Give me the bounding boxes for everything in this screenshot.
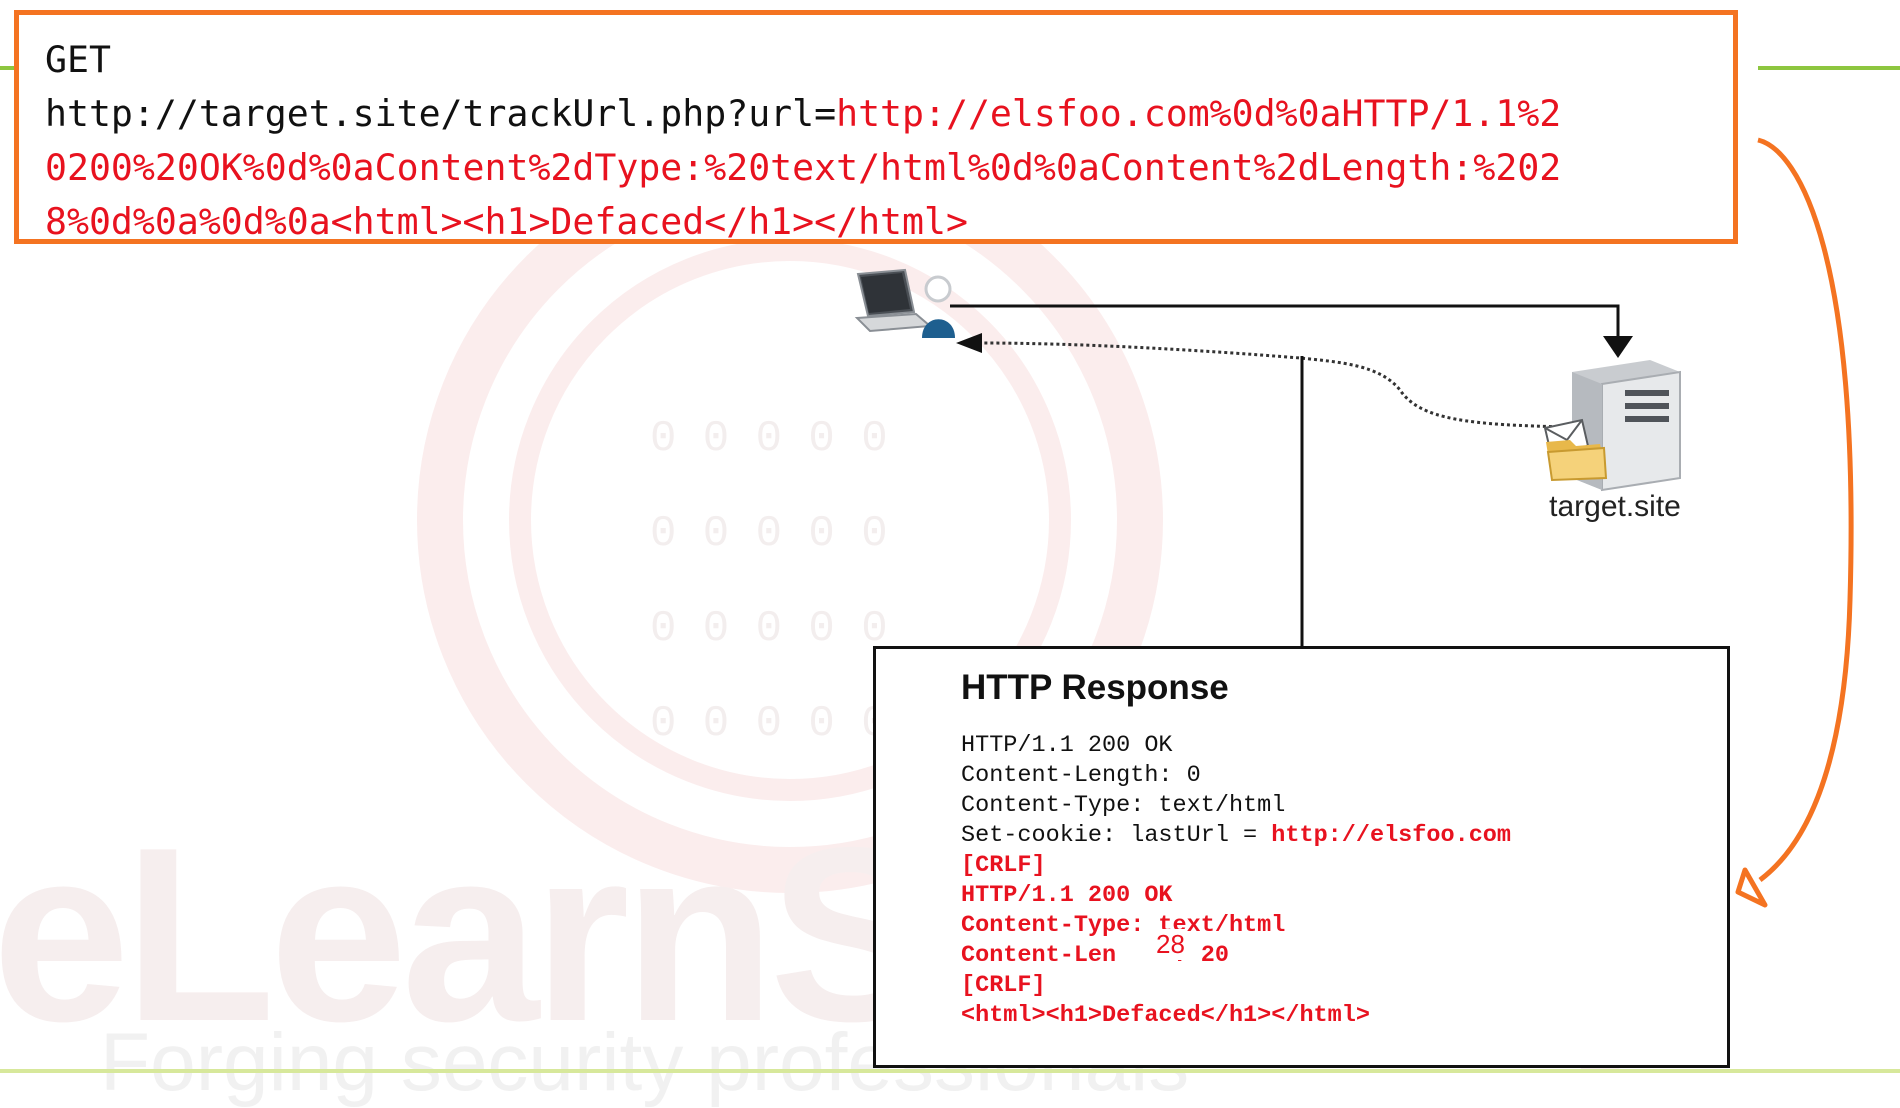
cookie-value: http://elsfoo.com [1271,822,1512,849]
request-payload-middle: 0200%20OK%0d%0aContent%2dType:%20text/ht… [45,146,1562,189]
server-label: target.site [1549,490,1681,523]
header-rule-right [1758,66,1900,70]
response-dotted-path [979,341,1571,429]
malicious-request-box: GET http://target.site/trackUrl.php?url=… [14,10,1738,244]
response-title: HTTP Response [961,668,1229,707]
user-icon [922,275,955,338]
injected-line: [CRLF] [961,972,1046,999]
request-payload-end: 8%0d%0a%0d%0a<html><h1>Defaced</h1></htm… [45,200,968,243]
injection-curve-arrow [1757,137,1854,882]
request-url-line: http://target.site/trackUrl.php?url=http… [45,87,1713,141]
svg-text:0 0 0 0 0: 0 0 0 0 0 [650,509,888,559]
injection-arrowhead [1735,867,1768,908]
response-header-line: HTTP/1.1 200 OK [961,732,1173,759]
http-response-box: HTTP Response HTTP/1.1 200 OK Content-Le… [873,646,1730,1068]
set-cookie-prefix: Set-cookie: lastUrl = [961,822,1272,849]
laptop-icon [854,268,933,333]
request-method: GET [45,38,111,81]
response-arrowhead [956,333,982,353]
header-rule-left [0,66,20,70]
response-header-line: Content-Type: text/html [961,792,1286,819]
request-arrow [950,304,1620,350]
flow-diagram [854,137,1854,908]
injected-length-label: Content-Len [961,942,1117,969]
injected-line: Content-Type: text/html [961,912,1286,939]
set-cookie-line: Set-cookie: lastUrl = http://elsfoo.com [961,821,1727,851]
svg-text:0 0 0 0 0: 0 0 0 0 0 [650,699,888,749]
request-url-prefix: http://target.site/trackUrl.php?url= [45,92,837,135]
request-arrowhead [1603,336,1633,358]
injected-line: <html><h1>Defaced</h1></html> [961,1002,1370,1029]
svg-text:0 0 0 0 0: 0 0 0 0 0 [650,604,888,654]
response-lines: HTTP/1.1 200 OK Content-Length: 0 Conten… [961,731,1727,1031]
folder-icon [1546,440,1608,482]
response-header-line: Content-Length: 0 [961,762,1201,789]
injected-line: [CRLF] [961,852,1046,879]
page-number: 28 [1154,929,1187,960]
injected-line: HTTP/1.1 200 OK [961,882,1173,909]
footer-rule [0,1069,1900,1073]
injected-length-line: Content-Len : 20 [961,941,1727,971]
request-payload-start: http://elsfoo.com%0d%0aHTTP/1.1%2 [836,92,1562,135]
svg-text:0 0 0 0 0: 0 0 0 0 0 [650,414,888,464]
